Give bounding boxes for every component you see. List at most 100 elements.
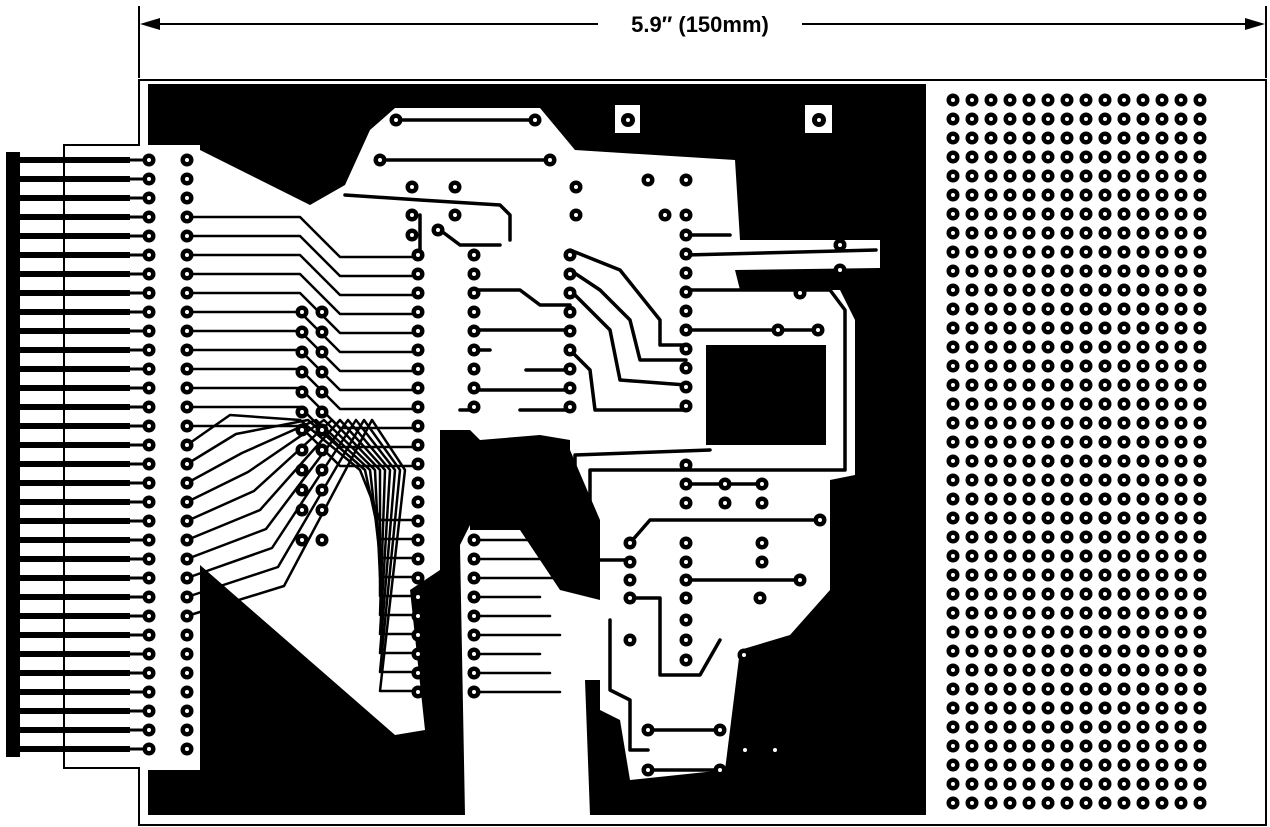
- proto-pad-drill: [1084, 174, 1088, 178]
- proto-pad-drill: [1141, 706, 1145, 710]
- proto-pad-drill: [1198, 364, 1202, 368]
- proto-pad-drill: [1027, 155, 1031, 159]
- proto-pad-drill: [1008, 478, 1012, 482]
- proto-pad-drill: [1065, 706, 1069, 710]
- proto-pad-drill: [1084, 288, 1088, 292]
- proto-pad-drill: [1027, 117, 1031, 121]
- proto-pad-drill: [1160, 212, 1164, 216]
- proto-pad-drill: [1008, 592, 1012, 596]
- proto-pad-drill: [951, 706, 955, 710]
- proto-pad-drill: [1027, 212, 1031, 216]
- trace: [684, 248, 878, 257]
- proto-pad-drill: [1027, 364, 1031, 368]
- proto-pad-drill: [1122, 212, 1126, 216]
- pad-drill: [416, 557, 420, 561]
- proto-pad-drill: [1179, 117, 1183, 121]
- proto-pad-drill: [1198, 155, 1202, 159]
- proto-pad-drill: [989, 155, 993, 159]
- trace: [568, 348, 688, 412]
- pad-drill: [147, 500, 151, 504]
- pad-drill: [147, 424, 151, 428]
- proto-pad-drill: [970, 364, 974, 368]
- proto-pad-drill: [989, 725, 993, 729]
- proto-pad-drill: [1122, 193, 1126, 197]
- proto-pad-drill: [1141, 326, 1145, 330]
- proto-pad-drill: [1179, 497, 1183, 501]
- proto-pad-drill: [1027, 630, 1031, 634]
- pad-drill: [574, 185, 578, 189]
- pad-drill: [684, 618, 688, 622]
- prototype-pad-grid: [946, 93, 1207, 810]
- pad-drill: [628, 596, 632, 600]
- proto-pad-drill: [951, 421, 955, 425]
- proto-pad-drill: [1198, 250, 1202, 254]
- proto-pad-drill: [1046, 383, 1050, 387]
- proto-pad-drill: [1084, 687, 1088, 691]
- proto-pad-drill: [1065, 744, 1069, 748]
- proto-pad-drill: [1141, 649, 1145, 653]
- pad-drill: [185, 234, 189, 238]
- component-pads: [142, 113, 847, 777]
- proto-pad-drill: [1141, 383, 1145, 387]
- proto-pad-drill: [1198, 402, 1202, 406]
- proto-pad-drill: [1179, 630, 1183, 634]
- pad-drill: [185, 367, 189, 371]
- proto-pad-drill: [1198, 269, 1202, 273]
- pad-drill: [472, 329, 476, 333]
- proto-pad-drill: [989, 801, 993, 805]
- proto-pad-drill: [1141, 744, 1145, 748]
- pad-drill: [147, 576, 151, 580]
- proto-pad-drill: [1046, 668, 1050, 672]
- proto-pad-drill: [1008, 269, 1012, 273]
- proto-pad-drill: [1122, 136, 1126, 140]
- proto-pad-drill: [1027, 383, 1031, 387]
- proto-pad-drill: [1103, 516, 1107, 520]
- proto-pad-drill: [1103, 478, 1107, 482]
- proto-pad-drill: [1103, 630, 1107, 634]
- pad-drill: [416, 481, 420, 485]
- proto-pad-drill: [1046, 364, 1050, 368]
- proto-pad-drill: [1122, 288, 1126, 292]
- proto-pad-drill: [1160, 573, 1164, 577]
- proto-pad-drill: [1179, 364, 1183, 368]
- pad-drill: [416, 614, 420, 618]
- proto-pad-drill: [989, 478, 993, 482]
- pad-drill: [147, 690, 151, 694]
- proto-pad-drill: [1008, 98, 1012, 102]
- proto-pad-drill: [1141, 231, 1145, 235]
- pad-drill: [472, 405, 476, 409]
- pad-drill: [147, 386, 151, 390]
- pad-drill: [472, 310, 476, 314]
- proto-pad-drill: [1084, 136, 1088, 140]
- pad-drill: [684, 385, 688, 389]
- proto-pad-drill: [970, 535, 974, 539]
- proto-pad-drill: [1198, 687, 1202, 691]
- pad-drill: [646, 728, 650, 732]
- proto-pad-drill: [1065, 801, 1069, 805]
- connector-finger: [18, 708, 130, 714]
- proto-pad-drill: [1046, 478, 1050, 482]
- proto-pad-drill: [1027, 592, 1031, 596]
- pad-drill: [416, 538, 420, 542]
- proto-pad-drill: [1065, 345, 1069, 349]
- pad-drill: [147, 595, 151, 599]
- proto-pad-drill: [1065, 326, 1069, 330]
- proto-pad-drill: [1122, 763, 1126, 767]
- pad-drill: [147, 519, 151, 523]
- pad-drill: [684, 213, 688, 217]
- proto-pad-drill: [1179, 440, 1183, 444]
- connector-finger: [18, 518, 130, 524]
- proto-pad-drill: [1198, 649, 1202, 653]
- proto-pad-drill: [951, 136, 955, 140]
- proto-pad-drill: [1141, 136, 1145, 140]
- proto-pad-drill: [1179, 706, 1183, 710]
- proto-pad-drill: [1065, 117, 1069, 121]
- proto-pad-drill: [970, 136, 974, 140]
- arrow-left-icon: [140, 18, 160, 30]
- pad-drill: [684, 638, 688, 642]
- pad-drill: [147, 633, 151, 637]
- trace: [568, 248, 688, 347]
- proto-pad-drill: [970, 383, 974, 387]
- proto-pad-drill: [1122, 117, 1126, 121]
- proto-pad-drill: [1046, 155, 1050, 159]
